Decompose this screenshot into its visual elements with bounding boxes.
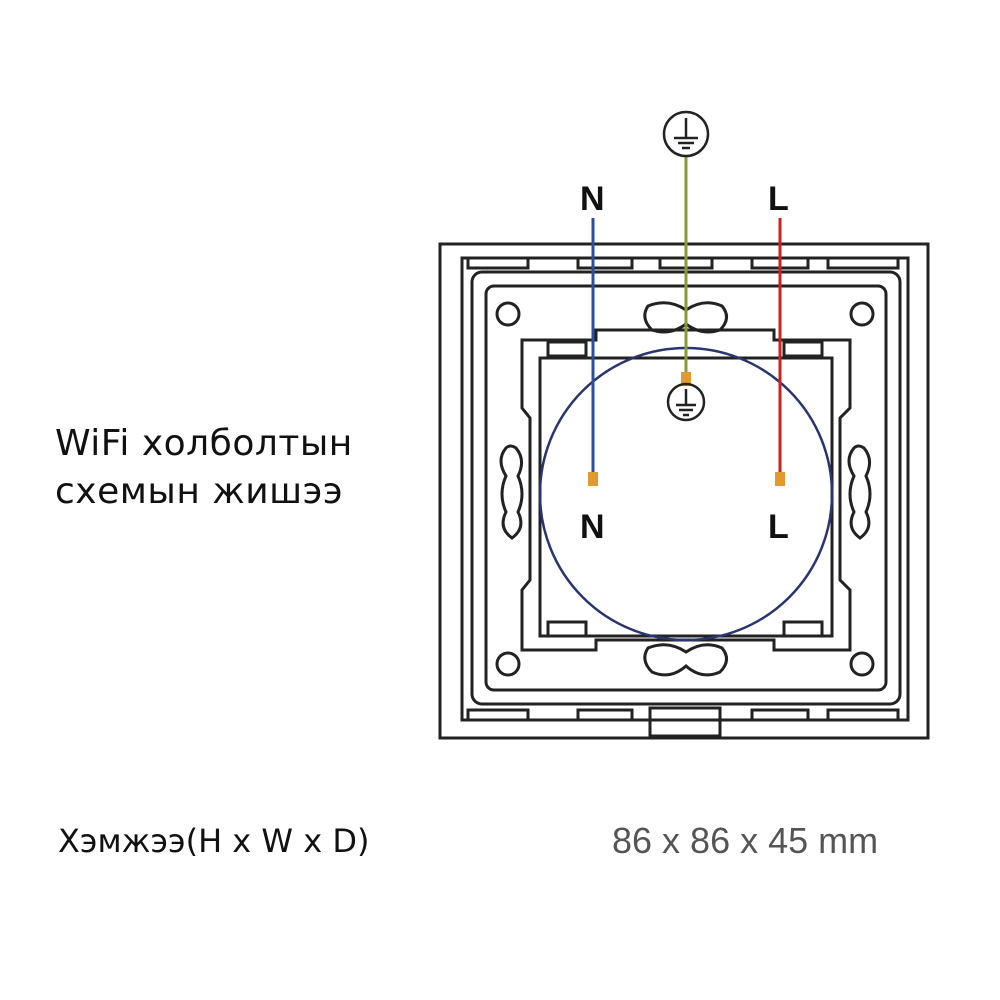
diagram-title: WiFi холболтын схемын жишээ bbox=[55, 420, 353, 516]
top-label-neutral: N bbox=[580, 180, 605, 218]
top-label-live: L bbox=[768, 180, 789, 218]
ground-symbol-icon bbox=[662, 110, 710, 158]
terminal-label-neutral: N bbox=[580, 508, 605, 546]
dimensions-value: 86 x 86 x 45 mm bbox=[612, 820, 879, 861]
dimensions-label: Хэмжээ(H x W x D) bbox=[58, 822, 370, 860]
module-ground-icon bbox=[666, 382, 706, 422]
title-line-2: схемын жишээ bbox=[55, 471, 344, 512]
switch-frame bbox=[438, 242, 930, 740]
title-line-1: WiFi холболтын bbox=[55, 423, 353, 464]
mounting-holes bbox=[495, 301, 875, 677]
module-body bbox=[520, 328, 852, 652]
ground-terminal bbox=[681, 372, 691, 386]
live-terminal bbox=[775, 472, 785, 486]
terminal-label-live: L bbox=[768, 508, 789, 546]
neutral-terminal bbox=[588, 472, 598, 486]
